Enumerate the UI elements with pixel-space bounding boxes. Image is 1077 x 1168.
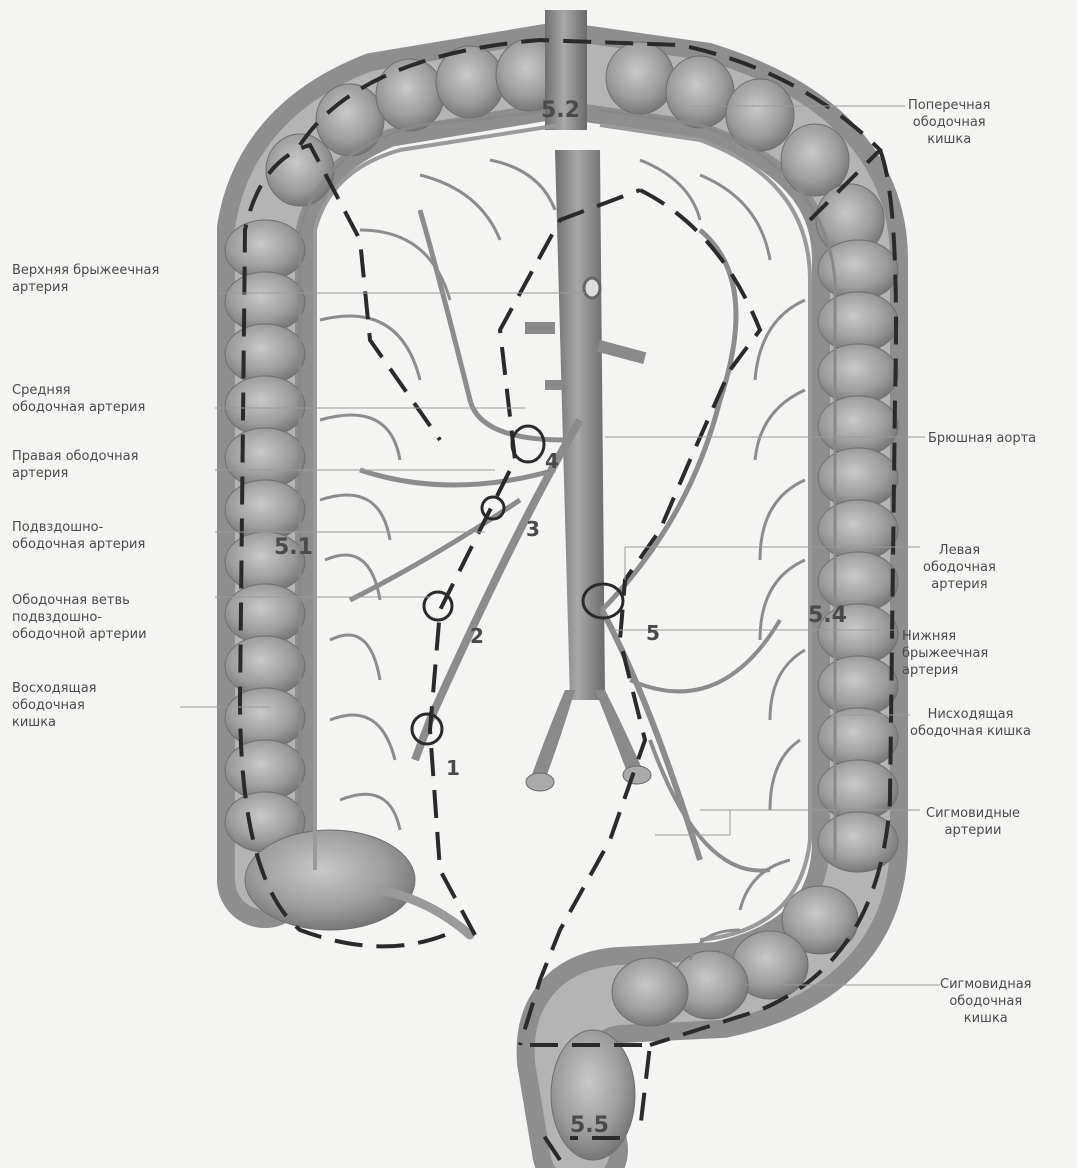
- arcade-vessel: [490, 160, 555, 210]
- haustrum: [225, 376, 305, 436]
- boundary-inner-right: [520, 190, 760, 1045]
- label-left-colic-artery: Левая ободочная артерия: [923, 542, 996, 593]
- arcade-vessel: [340, 794, 400, 830]
- arcade-vessel: [760, 560, 805, 640]
- rectum: [551, 1030, 635, 1160]
- arcade-vessel: [330, 715, 395, 760]
- haustrum: [818, 760, 898, 820]
- haustrum: [818, 292, 898, 352]
- marker-5-2: 5.2: [541, 100, 580, 122]
- haustrum: [225, 636, 305, 696]
- haustrum: [225, 324, 305, 384]
- haustrum: [818, 344, 898, 404]
- haustrum: [225, 480, 305, 540]
- label-middle-colic-artery: Средняя ободочная артерия: [12, 382, 145, 416]
- arcade-vessel: [320, 495, 390, 540]
- label-ascending-colon: Восходящая ободочная кишка: [12, 680, 97, 731]
- marker-1: 1: [446, 757, 460, 779]
- arcade-vessel: [325, 555, 380, 600]
- label-inferior-mesenteric-artery: Нижняя брыжеечная артерия: [902, 628, 988, 679]
- label-ileocolic-artery: Подвздошно- ободочная артерия: [12, 519, 145, 553]
- arcade-vessel: [770, 650, 805, 720]
- left-colic-vessel: [602, 230, 736, 610]
- marker-3: 3: [526, 518, 540, 540]
- label-right-colic-artery: Правая ободочная артерия: [12, 448, 138, 482]
- haustrum: [818, 396, 898, 456]
- right-colic-vessel: [360, 470, 555, 485]
- left-iliac: [530, 690, 575, 780]
- haustrum: [606, 42, 674, 114]
- haustrum: [225, 272, 305, 332]
- marker-5-1: 5.1: [274, 537, 313, 559]
- label-abdominal-aorta: Брюшная аорта: [928, 430, 1036, 447]
- circle-4: [512, 426, 544, 462]
- arcade-vessel: [640, 160, 700, 220]
- arcade-vessel: [755, 300, 805, 380]
- haustrum: [666, 56, 734, 128]
- label-descending-colon: Нисходящая ободочная кишка: [910, 706, 1031, 740]
- haustrum: [225, 428, 305, 488]
- marginal-artery-right: [600, 125, 810, 940]
- haustrum: [818, 656, 898, 716]
- haustrum: [781, 124, 849, 196]
- marker-5: 5: [646, 622, 660, 644]
- arcade-vessel: [770, 740, 800, 810]
- marker-5-5: 5.5: [570, 1115, 609, 1137]
- haustrum: [612, 958, 688, 1026]
- marker-2: 2: [470, 625, 484, 647]
- label-transverse-colon: Поперечная ободочная кишка: [908, 97, 990, 148]
- arcade-vessel: [320, 316, 420, 380]
- marginal-artery-left: [315, 125, 560, 870]
- sma-origin: [584, 278, 600, 298]
- marker-4: 4: [545, 450, 559, 472]
- arcade-vessel: [420, 175, 500, 240]
- marker-5-4: 5.4: [808, 605, 847, 627]
- haustrum: [376, 59, 444, 131]
- haustrum: [225, 220, 305, 280]
- label-sigmoid-arteries: Сигмовидные артерии: [926, 805, 1020, 839]
- label-superior-mesenteric-artery: Верхняя брыжеечная артерия: [12, 262, 159, 296]
- arcade-vessel: [760, 480, 805, 560]
- arcade-vessel: [755, 390, 805, 460]
- label-colic-branch-ileocolic: Ободочная ветвь подвздошно- ободочной ар…: [12, 592, 147, 643]
- arcade-vessel: [320, 415, 400, 460]
- circle-2: [424, 592, 452, 620]
- arcade-vessel: [330, 635, 380, 680]
- haustrum: [225, 688, 305, 748]
- haustrum: [316, 84, 384, 156]
- haustrum: [818, 448, 898, 508]
- boundary-inner-left: [430, 190, 640, 935]
- haustrum: [225, 740, 305, 800]
- haustrum: [225, 584, 305, 644]
- cecum: [245, 830, 415, 930]
- haustrum: [818, 708, 898, 768]
- haustrum: [818, 500, 898, 560]
- label-sigmoid-colon: Сигмовидная ободочная кишка: [940, 976, 1032, 1027]
